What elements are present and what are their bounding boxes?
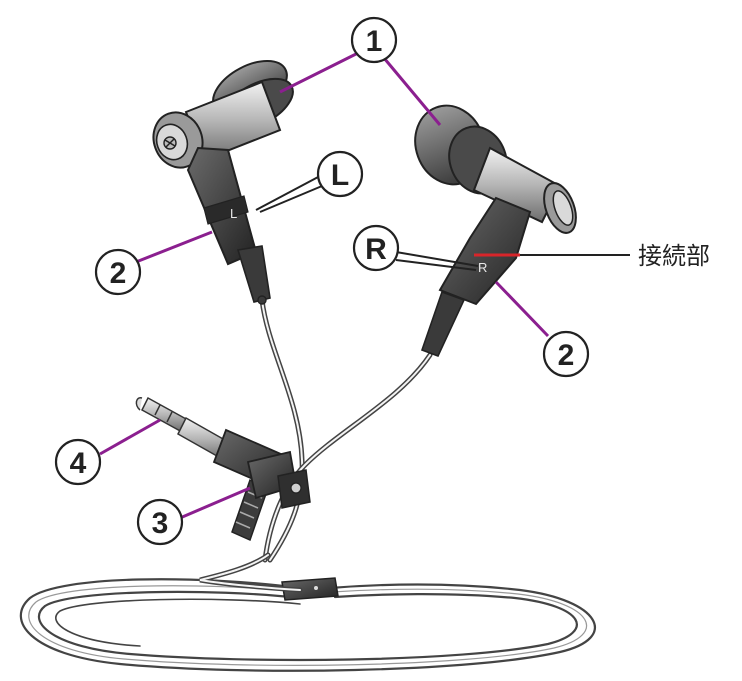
cord-bead (281, 577, 339, 601)
lr-leaders (255, 175, 479, 271)
cord-slider (246, 450, 311, 509)
callout-4: 4 (54, 438, 102, 486)
callout-3-label: 3 (152, 507, 169, 540)
callout-1-label: 1 (366, 25, 383, 58)
callout-3: 3 (136, 498, 184, 546)
leader-lines (99, 50, 550, 520)
callout-R-label: R (365, 233, 387, 266)
cord-loop (19, 578, 596, 672)
cables (199, 297, 433, 593)
callout-R: R (352, 224, 400, 272)
connection-label: 接続部 (638, 242, 710, 270)
callout-1: 1 (350, 16, 398, 64)
callout-L-label: L (331, 159, 349, 192)
right-earpiece: R (414, 104, 577, 358)
callout-2-left: 2 (94, 248, 142, 296)
left-earpiece: L (152, 59, 294, 305)
left-ear-mark: L (230, 206, 237, 221)
callout-2-right: 2 (542, 330, 590, 378)
callout-L: L (316, 150, 364, 198)
callout-2-right-label: 2 (558, 339, 575, 372)
callout-2-left-label: 2 (110, 257, 127, 290)
right-ear-mark: R (478, 260, 487, 275)
callout-4-label: 4 (70, 447, 87, 480)
